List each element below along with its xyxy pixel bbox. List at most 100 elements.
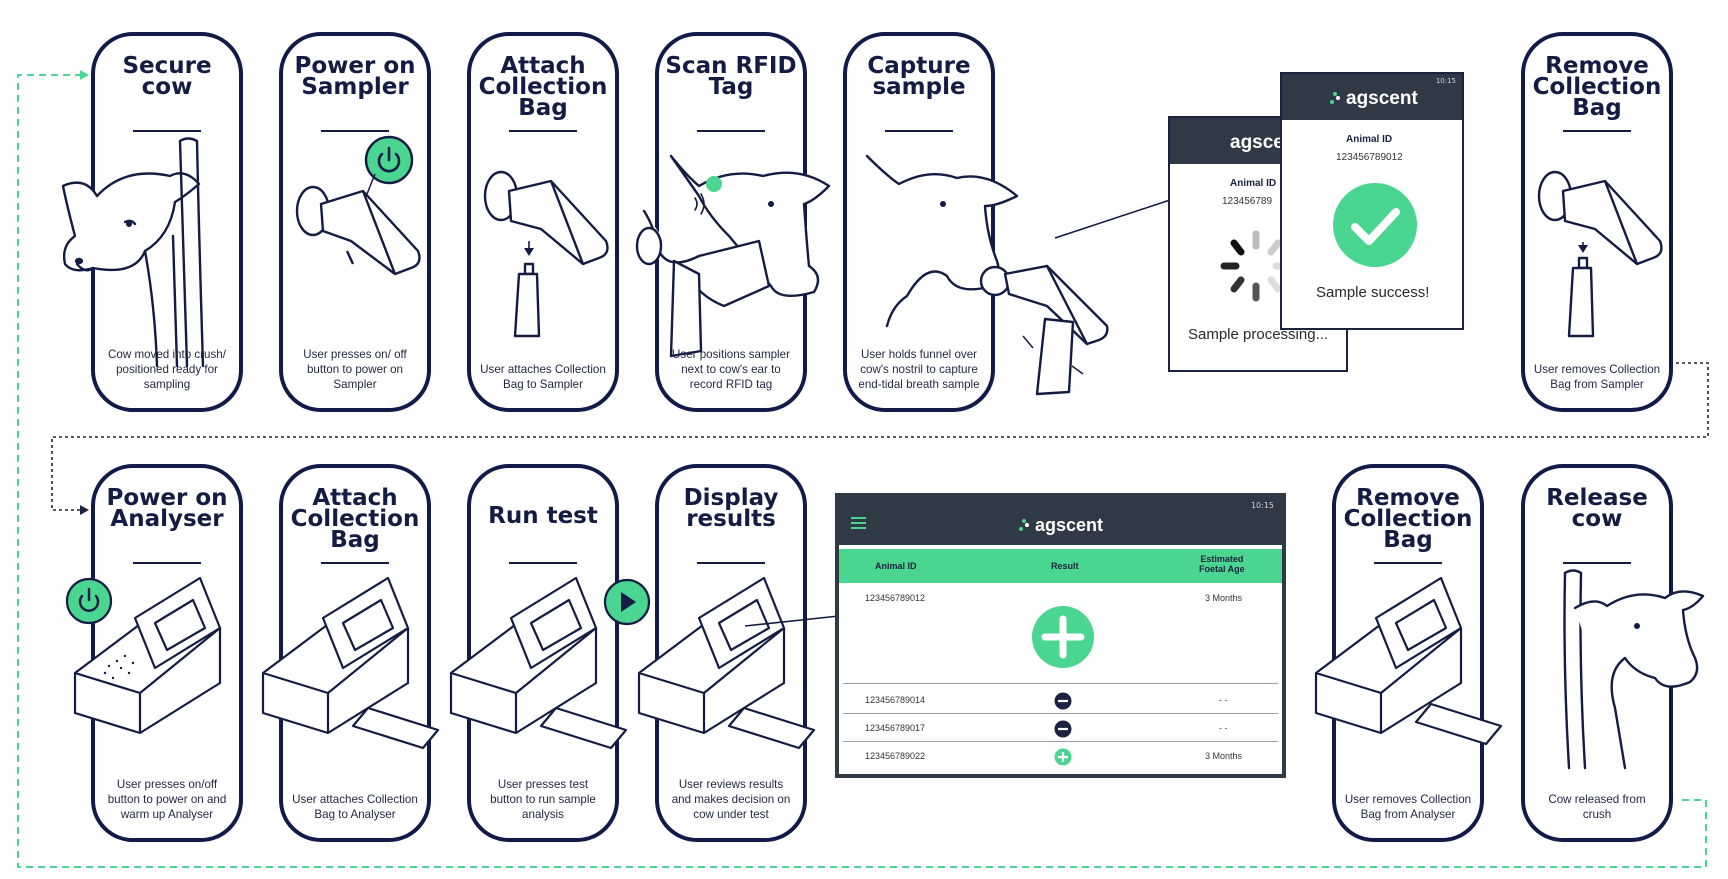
step-description: User positions sampler next to cow's ear…	[672, 348, 790, 391]
title-divider	[1563, 562, 1631, 564]
agscent-logo: agscent	[1035, 515, 1104, 535]
status-bar-time: 10:15	[1435, 77, 1456, 85]
title-divider	[321, 562, 389, 564]
row-foetal-age: 3 Months	[1205, 593, 1243, 603]
step-description: User reviews results and makes decision …	[671, 778, 791, 821]
row-animal-id: 123456789014	[865, 695, 926, 705]
analyser-screen-icon	[637, 576, 840, 750]
rfid-scan-icon	[635, 154, 831, 358]
step-title: Power on Analyser	[106, 485, 228, 532]
success-check-icon	[1333, 183, 1417, 267]
dark-flow-line	[51, 362, 1709, 511]
step-card-secure-cow: Secure cow Cow moved into crush/ positio…	[61, 32, 243, 412]
step-title: Secure cow	[122, 53, 212, 100]
negative-icon	[1054, 720, 1072, 738]
breath-capture-icon	[865, 154, 1109, 396]
analyser-play-icon	[449, 576, 651, 750]
analyser-bag-icon	[261, 576, 440, 750]
step-description: User attaches Collection Bag to Analyser	[292, 793, 418, 821]
step-description: User holds funnel over cow's nostril to …	[858, 348, 980, 391]
animal-id-label: Animal ID	[1346, 134, 1393, 145]
analyser-bag-remove-icon	[1314, 576, 1503, 746]
step-title: Attach Collection Bag	[290, 485, 420, 553]
step-card-attach-bag-sampler: Attach Collection Bag User attaches Coll…	[467, 32, 619, 412]
positive-icon	[1054, 748, 1072, 766]
green-loop-line	[17, 74, 1707, 868]
step-description: User removes Collection Bag from Sampler	[1533, 363, 1661, 391]
col-header-animal-id: Animal ID	[875, 561, 917, 571]
sampler-power-icon	[295, 135, 421, 276]
cow-in-crush-icon	[61, 137, 205, 368]
menu-icon[interactable]	[851, 517, 866, 529]
loading-spinner-icon	[1220, 230, 1292, 302]
positive-large-icon	[1032, 606, 1094, 668]
step-card-scan-rfid: Scan RFID Tag User positions sampler nex…	[635, 32, 831, 412]
cow-release-icon	[1563, 569, 1705, 770]
row-separator	[843, 713, 1278, 714]
step-title: Attach Collection Bag	[478, 53, 608, 121]
animal-id-value: 123456789012	[1336, 152, 1403, 163]
row-separator	[843, 683, 1278, 684]
step-card-attach-bag-analyser: Attach Collection Bag User attaches Coll…	[261, 464, 440, 842]
phone-success-screen: 10:15 agscent Animal ID 123456789012 Sam…	[1280, 72, 1464, 330]
step-title: Capture sample	[867, 53, 971, 100]
row-foetal-age: - -	[1219, 695, 1228, 705]
sampler-bag-remove-icon	[1537, 170, 1663, 338]
step-description: Cow moved into crush/ positioned ready f…	[108, 348, 226, 391]
table-row[interactable]: 123456789017 - -	[839, 719, 1282, 743]
agscent-logo-dots-icon	[1330, 92, 1342, 106]
results-table-header: Animal ID Result Estimated Foetal Age	[839, 549, 1282, 583]
step-description: User removes Collection Bag from Analyse…	[1344, 793, 1472, 821]
step-description: Cow released from crush	[1548, 793, 1646, 821]
step-card-display-results: Display results User reviews results and…	[637, 464, 840, 842]
title-divider	[133, 562, 201, 564]
title-divider	[697, 130, 765, 132]
animal-id-value: 123456789	[1222, 196, 1273, 207]
step-title: Power on Sampler	[294, 53, 416, 100]
step-title: Scan RFID Tag	[665, 53, 797, 100]
row-separator	[843, 741, 1278, 742]
title-divider	[509, 562, 577, 564]
agscent-logo-dots-icon	[1019, 519, 1031, 533]
green-loop-arrowhead	[80, 70, 89, 80]
step-title: Run test	[488, 503, 598, 529]
table-row[interactable]: 123456789022 3 Months	[839, 747, 1282, 771]
step-card-run-test: Run test User presses test button to run…	[449, 464, 651, 842]
step-title: Remove Collection Bag	[1343, 485, 1473, 553]
title-divider	[885, 130, 953, 132]
title-divider	[321, 130, 389, 132]
step-card-power-analyser: Power on Analyser User presses on/off bu…	[65, 464, 243, 842]
success-status-text: Sample success!	[1316, 284, 1430, 301]
step-description: User presses on/ off button to power on …	[303, 348, 407, 391]
title-divider	[697, 562, 765, 564]
negative-icon	[1054, 692, 1072, 710]
step-description: User presses on/off button to power on a…	[107, 778, 227, 821]
title-divider	[1374, 562, 1442, 564]
row-animal-id: 123456789017	[865, 723, 926, 733]
processing-status-text: Sample processing...	[1188, 326, 1329, 343]
step-title: Display results	[683, 485, 779, 532]
col-header-result: Result	[1051, 561, 1079, 571]
row-foetal-age: - -	[1219, 723, 1228, 733]
analyser-power-icon	[65, 576, 222, 735]
step-description: User attaches Collection Bag to Sampler	[480, 363, 606, 391]
col-header-foetal-age: Estimated Foetal Age	[1199, 554, 1245, 574]
title-divider	[509, 130, 577, 132]
sampler-bag-icon	[483, 170, 609, 338]
title-divider	[1563, 130, 1631, 132]
tablet-header: 10:15 agscent	[839, 497, 1282, 545]
step-card-release-cow: Release cow Cow released from crush	[1521, 464, 1705, 842]
status-bar-time: 10:15	[1250, 501, 1274, 510]
row-animal-id: 123456789022	[865, 751, 926, 761]
step-title: Remove Collection Bag	[1532, 53, 1662, 121]
table-row[interactable]: 123456789014 - -	[839, 691, 1282, 715]
animal-id-label: Animal ID	[1230, 178, 1277, 189]
table-row[interactable]: 123456789012 3 Months	[839, 593, 1282, 717]
dark-flow-arrowhead	[80, 505, 89, 515]
step-card-capture-sample: Capture sample User holds funnel over co…	[843, 32, 1109, 412]
title-divider	[133, 130, 201, 132]
step-card-remove-bag-analyser: Remove Collection Bag User removes Colle…	[1314, 464, 1503, 842]
step-description: User presses test button to run sample a…	[490, 778, 596, 821]
